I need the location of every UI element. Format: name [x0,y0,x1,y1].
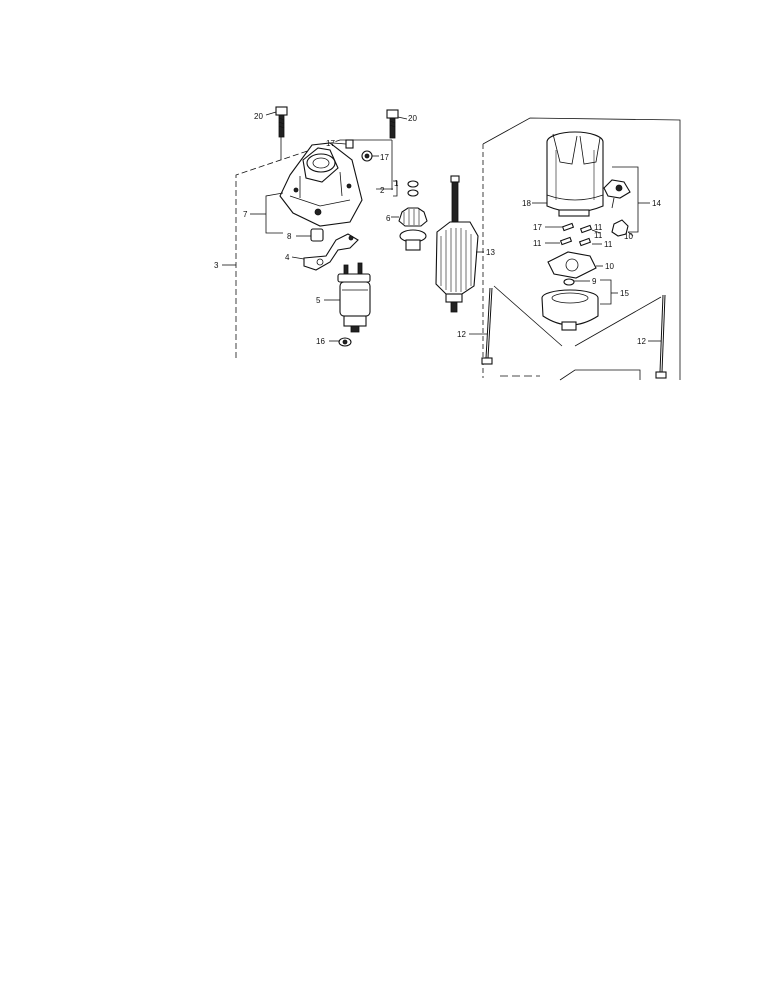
bolt-20-right [386,109,408,139]
label-17-brush: 17 [533,223,542,232]
label-12-right: 12 [637,337,646,346]
label-10-clip: 10 [624,232,633,241]
label-5: 5 [316,296,321,305]
label-13: 13 [486,248,495,257]
nut-16 [329,337,352,347]
lead-14 [603,166,650,233]
washers-1-2 [376,180,419,197]
label-11-b: 11 [594,231,603,240]
label-20-left: 20 [254,112,263,121]
label-11-a: 11 [533,239,542,248]
nut-17-top [332,139,354,149]
label-4: 4 [285,253,290,262]
lever-4 [291,233,359,271]
label-2: 2 [380,186,385,195]
right-group-bracket [482,117,681,381]
callout-labels: 20 20 17 17 1 2 7 6 8 4 3 5 16 13 18 14 … [214,112,661,346]
armature-13 [435,175,484,313]
label-3: 3 [214,261,219,270]
label-7: 7 [243,210,248,219]
label-17-right: 17 [380,153,389,162]
label-11-c: 11 [604,240,613,249]
label-6: 6 [386,214,391,223]
brushes-11 [545,222,602,247]
pinion-gear-6 [391,207,428,251]
bushing-8 [296,228,324,242]
clip-10 [611,219,634,237]
label-9: 9 [592,277,597,286]
label-16: 16 [316,337,325,346]
label-15: 15 [620,289,629,298]
front-housing [250,142,363,234]
label-17-top: 17 [326,139,335,148]
yoke-18 [532,131,604,217]
label-8: 8 [287,232,292,241]
brush-holder-10 [547,251,603,279]
label-20-right: 20 [408,114,417,123]
label-11-d: 11 [594,223,603,232]
label-14: 14 [652,199,661,208]
label-1: 1 [394,179,399,188]
nut-17-right [361,150,379,162]
label-12-left: 12 [457,330,466,339]
label-10-holder: 10 [605,262,614,271]
through-bolt-12-left [469,285,563,365]
solenoid-5 [324,262,371,333]
bushing-9 [563,278,590,286]
label-18: 18 [522,199,531,208]
bolt-20-left [265,106,288,160]
rear-cover-15 [541,279,618,331]
through-bolt-12-right [574,294,667,379]
